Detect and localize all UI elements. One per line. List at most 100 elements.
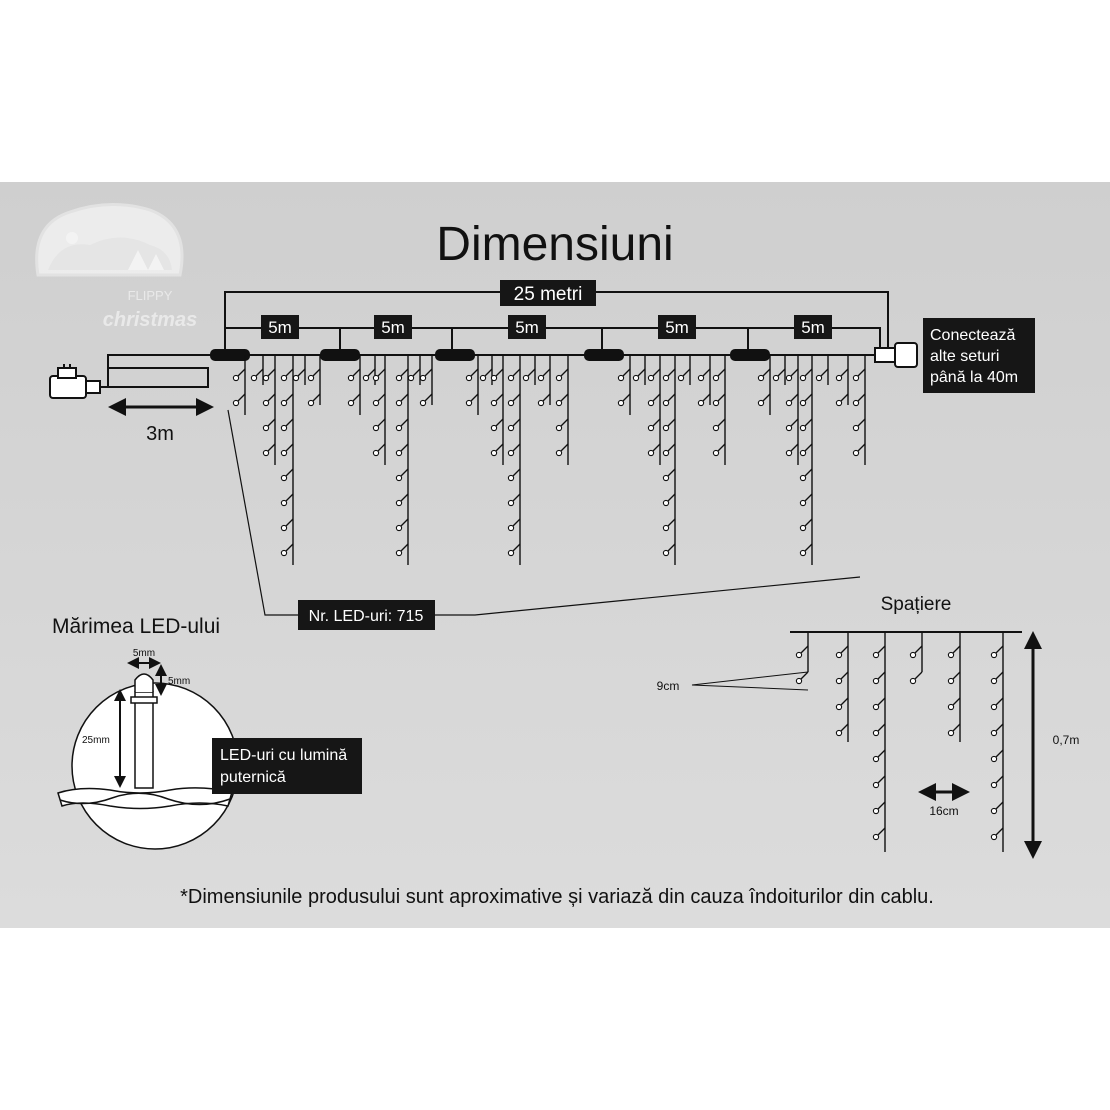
segment-label-bg [794,315,832,339]
led-bulb [795,677,803,685]
segment-label: 5m [381,318,405,337]
led-bulb [872,755,880,763]
led-bulb [537,399,545,407]
led-bulb [662,549,670,557]
brand-line2: christmas [103,309,198,331]
led-bulb [537,374,545,382]
led-bulb [990,833,998,841]
led-bulb [835,729,843,737]
led-bulb [479,374,487,382]
led-count-leader [227,409,298,616]
led-bulb [395,424,403,432]
twisted-cable [57,787,233,810]
led-bulb [662,399,670,407]
led-bulb [799,424,807,432]
led-bulb [280,424,288,432]
cable-connector [320,349,360,361]
led-bulb [677,374,685,382]
led-bulb [697,399,705,407]
led-bulb [990,703,998,711]
led-bulb [872,729,880,737]
led-bulb [507,424,515,432]
cable-connector [584,349,624,361]
segment-label: 5m [515,318,539,337]
led-bulb [490,374,498,382]
led-bulb [617,374,625,382]
segment-label: 5m [268,318,292,337]
led-note-line1: LED-uri cu lumină [220,747,347,764]
connect-note-bg [923,318,1035,393]
led-bulb [799,549,807,557]
led-bulb [262,399,270,407]
led-bulb [757,374,765,382]
led-width-label: 5mm [133,648,155,659]
led-bulb [362,374,370,382]
connectors [210,349,770,361]
led-bulb [395,474,403,482]
spacing-strands [795,632,1004,852]
led-bulb [835,374,843,382]
spacing-heading: Spațiere [881,594,952,615]
segment-label-bg [508,315,546,339]
segment-label-bg [261,315,299,339]
led-bulb [232,399,240,407]
led-bulb [697,374,705,382]
led-bulb [280,524,288,532]
segment-label: 5m [801,318,825,337]
led-bulb [647,449,655,457]
connect-note-line1: Conectează [930,327,1015,344]
drop-spacing-label: 9cm [657,679,680,693]
segment-label-bg [374,315,412,339]
connect-note-line2: alte seturi [930,348,999,365]
led-bulb [785,449,793,457]
led-bulb [632,374,640,382]
led-bulb [990,781,998,789]
led-bulb [262,424,270,432]
led-height-label: 25mm [82,735,110,746]
led-cap-label: 5mm [168,676,190,687]
led-bulb [507,399,515,407]
led-bulb [522,374,530,382]
led-bulb [947,677,955,685]
led-bulb [872,781,880,789]
led-bulb [872,651,880,659]
led-bulb [372,424,380,432]
segment-label-bg [658,315,696,339]
led-bulb [947,703,955,711]
led-bulb-icon [130,673,158,789]
led-bulb [555,399,563,407]
lead-length-label: 3m [146,423,174,445]
led-bulb [712,399,720,407]
led-bulb [662,474,670,482]
led-note-bg [212,738,362,794]
cable-connector [435,349,475,361]
led-bulb [507,374,515,382]
led-bulb [872,703,880,711]
led-bulb [852,399,860,407]
led-bulb [555,374,563,382]
cable-connector [730,349,770,361]
led-bulb [990,677,998,685]
page-title: Dimensiuni [436,218,673,271]
led-bulb [307,399,315,407]
led-size-heading: Mărimea LED-ului [52,615,220,638]
led-bulb [990,755,998,763]
led-bulb [662,524,670,532]
segment-label: 5m [665,318,689,337]
led-bulb [617,399,625,407]
led-bulb [947,651,955,659]
led-bulb [990,729,998,737]
led-bulb [395,499,403,507]
led-bulb [280,499,288,507]
led-bulb [347,374,355,382]
led-bulb [555,449,563,457]
led-bulb [799,399,807,407]
total-length-label-bg [500,280,596,306]
power-adapter-icon [49,364,101,399]
led-bulb [250,374,258,382]
led-bulb [909,677,917,685]
led-bulb [292,374,300,382]
led-bulb [872,833,880,841]
brand-logo: FLIPPY christmas [35,203,198,331]
